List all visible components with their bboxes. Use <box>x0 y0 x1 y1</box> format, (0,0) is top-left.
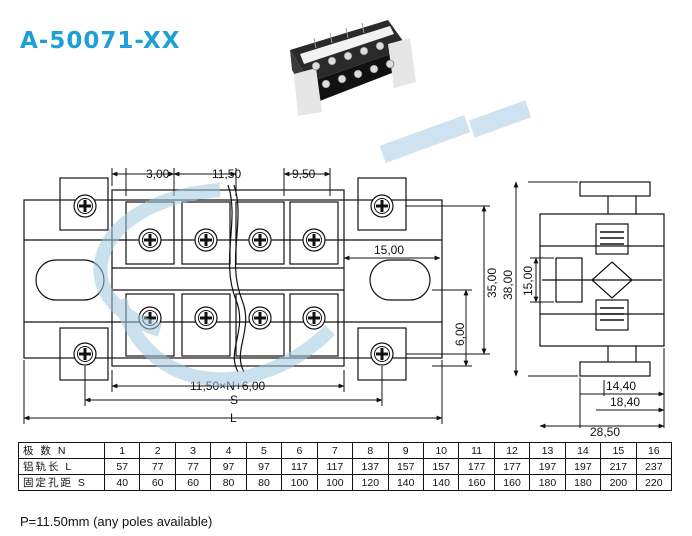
dim-side-18-4: 18,40 <box>610 395 640 409</box>
table-cell: 200 <box>600 474 637 491</box>
dim-side-15: 15,00 <box>521 266 535 296</box>
table-cell: 10 <box>422 442 460 459</box>
dim-side-14-4: 14,40 <box>606 379 636 393</box>
technical-drawing: 3,00 11,50 9,50 15,00 35,00 6,00 11,50×N… <box>23 167 665 439</box>
pitch-note: P=11.50mm (any poles available) <box>20 514 213 529</box>
row-label: 极 数 N <box>18 442 105 459</box>
dim-top-11-5: 11,50 <box>212 167 241 181</box>
table-cell: 15 <box>600 442 637 459</box>
table-cell: 2 <box>139 442 176 459</box>
table-cell: 160 <box>458 474 495 491</box>
dim-top-3: 3,00 <box>146 167 170 181</box>
table-cell: 11 <box>458 442 495 459</box>
table-cell: 100 <box>316 474 354 491</box>
table-cell: 140 <box>387 474 424 491</box>
table-cell: 4 <box>210 442 247 459</box>
dim-top-9-5: 9,50 <box>292 167 316 181</box>
table-cell: 80 <box>210 474 247 491</box>
dim-side-38: 38,00 <box>501 270 515 300</box>
product-title: A-50071-XX <box>20 28 181 54</box>
table-cell: 6 <box>281 442 318 459</box>
row-label: 固定孔距 S <box>18 474 105 491</box>
table-cell: 16 <box>635 442 673 459</box>
table-cell: 177 <box>458 458 495 475</box>
table-cell: 57 <box>103 458 141 475</box>
table-row: 固定孔距 S 40 60 60 80 80 100 100 120 140 14… <box>18 474 673 491</box>
dim-formula: 11,50×N+6,00 <box>190 379 266 393</box>
dim-height-6: 6,00 <box>453 322 467 346</box>
dim-inner-15: 15,00 <box>374 243 404 257</box>
dim-s: S <box>230 393 238 407</box>
table-cell: 197 <box>529 458 566 475</box>
dim-side-28-5: 28,50 <box>590 425 620 439</box>
table-cell: 40 <box>103 474 141 491</box>
table-cell: 217 <box>600 458 637 475</box>
row-label: 铝轨长 L <box>18 458 105 475</box>
table-cell: 97 <box>210 458 247 475</box>
table-cell: 100 <box>281 474 318 491</box>
table-cell: 137 <box>352 458 389 475</box>
table-cell: 60 <box>139 474 176 491</box>
table-row: 极 数 N 1 2 3 4 5 6 7 8 9 10 11 12 13 14 1… <box>18 442 673 459</box>
table-cell: 117 <box>281 458 318 475</box>
table-cell: 60 <box>174 474 212 491</box>
table-cell: 180 <box>529 474 566 491</box>
table-cell: 177 <box>493 458 531 475</box>
dim-l: L <box>230 411 237 425</box>
table-cell: 3 <box>174 442 212 459</box>
table-cell: 237 <box>635 458 673 475</box>
table-row: 铝轨长 L 57 77 77 97 97 117 117 137 157 157… <box>18 458 673 475</box>
table-cell: 160 <box>493 474 531 491</box>
product-photo <box>290 20 416 116</box>
table-cell: 97 <box>245 458 283 475</box>
table-cell: 180 <box>564 474 602 491</box>
dim-height-35: 35,00 <box>485 268 499 298</box>
spec-table: 极 数 N 1 2 3 4 5 6 7 8 9 10 11 12 13 14 1… <box>18 442 673 491</box>
table-cell: 12 <box>493 442 531 459</box>
table-cell: 77 <box>174 458 212 475</box>
table-cell: 77 <box>139 458 176 475</box>
table-cell: 220 <box>635 474 673 491</box>
table-cell: 14 <box>564 442 602 459</box>
table-cell: 80 <box>245 474 283 491</box>
table-cell: 8 <box>352 442 389 459</box>
table-cell: 117 <box>316 458 354 475</box>
table-cell: 7 <box>316 442 354 459</box>
table-cell: 157 <box>422 458 460 475</box>
table-cell: 1 <box>103 442 141 459</box>
table-cell: 140 <box>422 474 460 491</box>
table-cell: 197 <box>564 458 602 475</box>
table-cell: 120 <box>352 474 389 491</box>
table-cell: 157 <box>387 458 424 475</box>
table-cell: 9 <box>387 442 424 459</box>
table-cell: 13 <box>529 442 566 459</box>
table-cell: 5 <box>245 442 283 459</box>
